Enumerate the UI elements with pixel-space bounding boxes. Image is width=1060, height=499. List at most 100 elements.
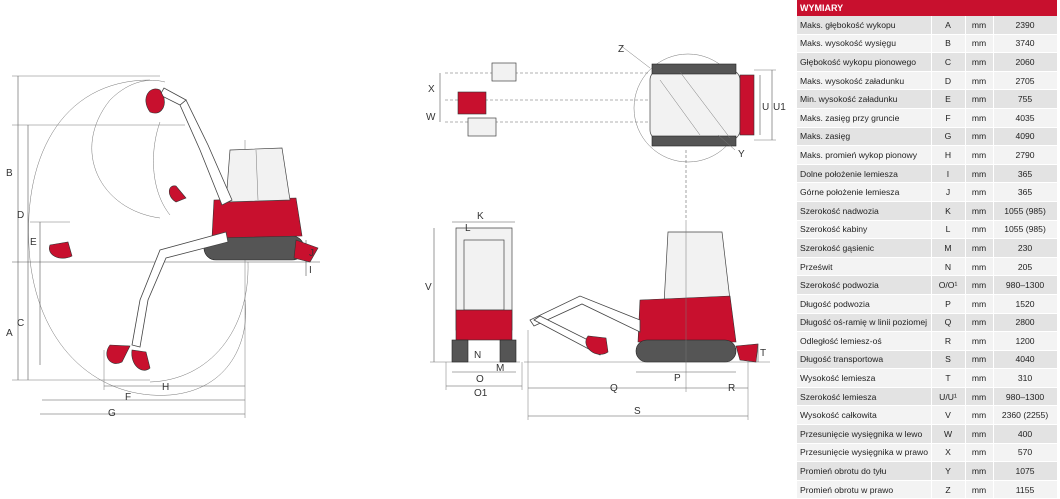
label-N: N — [474, 350, 481, 361]
label-J: J — [309, 248, 314, 259]
label-M: M — [496, 363, 504, 374]
dimension-unit: mm — [965, 16, 994, 35]
front-view: K L V N M O O1 — [425, 211, 523, 399]
dimension-unit: mm — [965, 52, 994, 72]
label-A: A — [6, 328, 13, 339]
label-U1: U1 — [773, 102, 786, 113]
dimension-unit: mm — [965, 220, 994, 240]
table-title: WYMIARY — [797, 0, 1058, 16]
dimension-value: 365 — [993, 164, 1058, 184]
dimension-name: Wysokość lemiesza — [797, 368, 932, 388]
dimension-value: 2360 (2255) — [993, 405, 1058, 426]
dimension-unit: mm — [965, 145, 994, 165]
label-S: S — [634, 406, 641, 417]
dimension-code: G — [931, 127, 966, 147]
dimension-name: Szerokość podwozia — [797, 275, 932, 295]
dimension-name: Maks. promień wykop pionowy — [797, 145, 932, 165]
dimension-value: 2790 — [993, 145, 1058, 165]
label-O1: O1 — [474, 388, 488, 399]
dimension-code: O/O¹ — [931, 275, 966, 295]
dimension-value: 205 — [993, 257, 1058, 277]
dimension-value: 1055 (985) — [993, 201, 1058, 221]
dimension-unit: mm — [965, 164, 994, 184]
label-D: D — [17, 210, 24, 221]
dimension-code: X — [931, 443, 966, 463]
dimension-name: Szerokość lemiesza — [797, 387, 932, 407]
dimension-name: Promień obrotu w prawo — [797, 480, 932, 499]
label-C: C — [17, 318, 24, 329]
dimension-unit: mm — [965, 294, 994, 314]
dimension-unit: mm — [965, 443, 994, 463]
dimension-unit: mm — [965, 182, 994, 202]
dimension-value: 2060 — [993, 52, 1058, 72]
dimension-unit: mm — [965, 275, 994, 295]
dimension-name: Głębokość wykopu pionowego — [797, 52, 932, 72]
dimension-code: J — [931, 182, 966, 202]
dimension-value: 1520 — [993, 294, 1058, 314]
dimension-value: 4090 — [993, 127, 1058, 147]
dimension-code: M — [931, 238, 966, 258]
dimension-name: Min. wysokość załadunku — [797, 89, 932, 109]
dimension-code: Z — [931, 480, 966, 499]
label-V: V — [425, 282, 432, 293]
dimension-value: 980–1300 — [993, 387, 1058, 407]
dimension-code: H — [931, 145, 966, 165]
dimension-name: Prześwit — [797, 257, 932, 277]
dimension-code: L — [931, 220, 966, 240]
dimension-value: 365 — [993, 182, 1058, 202]
label-H: H — [162, 382, 169, 393]
dimension-name: Maks. wysokość załadunku — [797, 71, 932, 91]
dimension-code: N — [931, 257, 966, 277]
dimension-value: 310 — [993, 368, 1058, 388]
dimension-value: 400 — [993, 424, 1058, 444]
dimension-value: 3740 — [993, 34, 1058, 54]
dimension-code: F — [931, 108, 966, 128]
label-Q: Q — [610, 383, 618, 394]
dimension-code: Y — [931, 461, 966, 481]
dimension-unit: mm — [965, 480, 994, 499]
dimension-unit: mm — [965, 71, 994, 91]
dimension-code: T — [931, 368, 966, 388]
side-view: B D E A C J I F H G — [6, 75, 320, 419]
dimension-unit: mm — [965, 127, 994, 147]
label-B: B — [6, 168, 13, 179]
label-L: L — [465, 223, 471, 234]
label-K: K — [477, 211, 484, 222]
dimension-code: Q — [931, 313, 966, 333]
dimension-unit: mm — [965, 238, 994, 258]
dimension-code: R — [931, 331, 966, 351]
label-E: E — [30, 237, 37, 248]
dimension-unit: mm — [965, 461, 994, 481]
dimension-value: 2390 — [993, 16, 1058, 35]
dimension-value: 570 — [993, 443, 1058, 463]
dimension-code: A — [931, 16, 966, 35]
dimension-code: B — [931, 34, 966, 54]
dimension-value: 980–1300 — [993, 275, 1058, 295]
dimension-code: E — [931, 89, 966, 109]
dimension-value: 1075 — [993, 461, 1058, 481]
dimension-name: Wysokość całkowita — [797, 405, 932, 426]
dimension-unit: mm — [965, 405, 994, 426]
dimension-code: C — [931, 52, 966, 72]
dimension-unit: mm — [965, 387, 994, 407]
dimension-unit: mm — [965, 424, 994, 444]
label-G: G — [108, 408, 116, 419]
label-Y: Y — [738, 149, 745, 160]
dimension-unit: mm — [965, 331, 994, 351]
dimension-value: 2800 — [993, 313, 1058, 333]
